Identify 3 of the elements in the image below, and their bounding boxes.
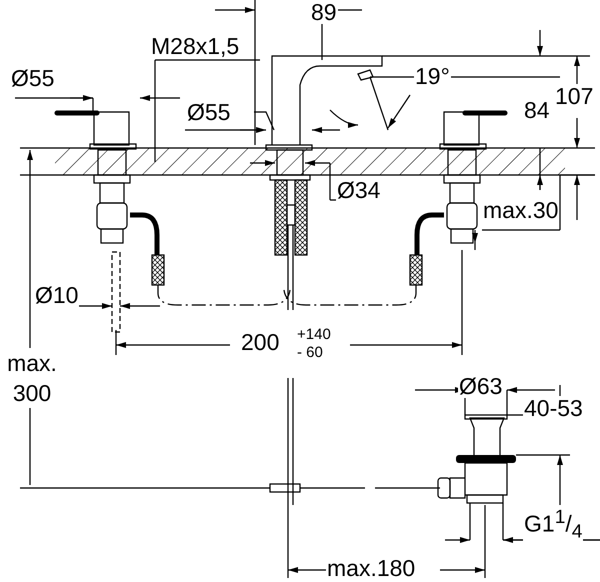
dimension-label: +140 [296, 327, 332, 342]
dimension-label: 89 [310, 0, 338, 24]
dimension-label: - 60 [296, 345, 324, 360]
